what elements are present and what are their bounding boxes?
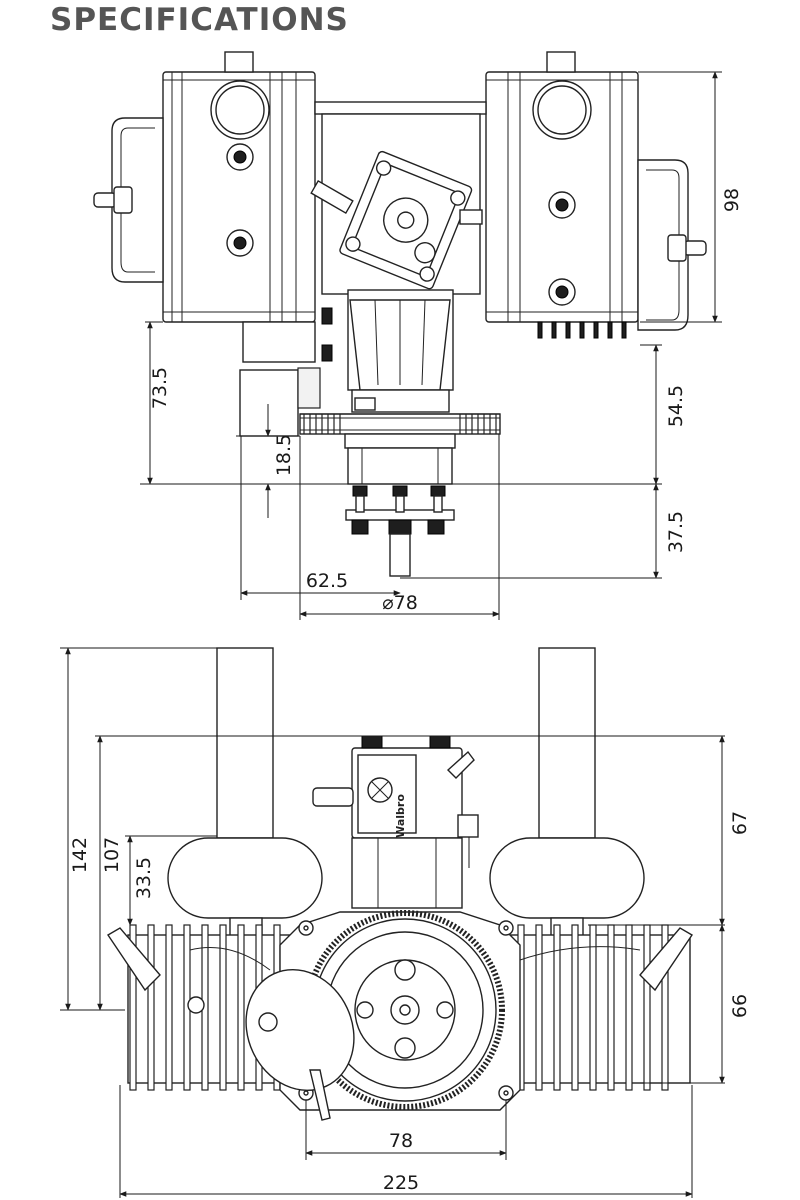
dim-upper-right: 67	[729, 811, 751, 835]
front-ring-gear	[305, 910, 505, 1110]
dim-mount-offset: 18.5	[273, 434, 295, 476]
top-view-drawing: 98 73.5 54.5 18.5 37.5 62.5 ⌀78	[93, 51, 743, 620]
carburetor-front: Walbro	[312, 735, 479, 909]
right-cylinder-head	[485, 51, 707, 339]
dim-bolt-spacing: 78	[389, 1130, 413, 1152]
left-cylinder-head	[93, 51, 316, 323]
dim-height-no-muffler: 107	[101, 837, 123, 873]
dim-lower-right: 66	[729, 994, 751, 1018]
top-dimension-lines	[140, 71, 722, 620]
prop-hub	[344, 433, 456, 577]
carburetor-top	[310, 150, 483, 290]
dim-carb-offset: 33.5	[133, 857, 155, 899]
dim-diameter: ⌀78	[382, 592, 418, 614]
dim-height-left-lower: 73.5	[149, 367, 171, 409]
muffler-left	[167, 647, 323, 941]
ignition-module	[239, 307, 333, 437]
ignition-front	[245, 968, 355, 1121]
cylinder-right	[499, 924, 693, 1091]
muffler-right	[489, 647, 645, 941]
ring-gear	[299, 413, 501, 435]
carb-label: Walbro	[394, 794, 407, 838]
dim-overall-width: 225	[383, 1172, 419, 1194]
dim-overall-height: 142	[69, 837, 91, 873]
dim-mount-width: 62.5	[306, 570, 348, 592]
front-dimension-lines	[60, 647, 725, 1198]
dim-shaft-length: 37.5	[665, 511, 687, 553]
dim-height-right: 98	[721, 188, 743, 212]
page-title: SPECIFICATIONS	[50, 2, 349, 38]
front-view-drawing: Walbro	[60, 647, 751, 1198]
dim-mount-right: 54.5	[665, 385, 687, 427]
spark-plug-wires	[189, 946, 641, 971]
